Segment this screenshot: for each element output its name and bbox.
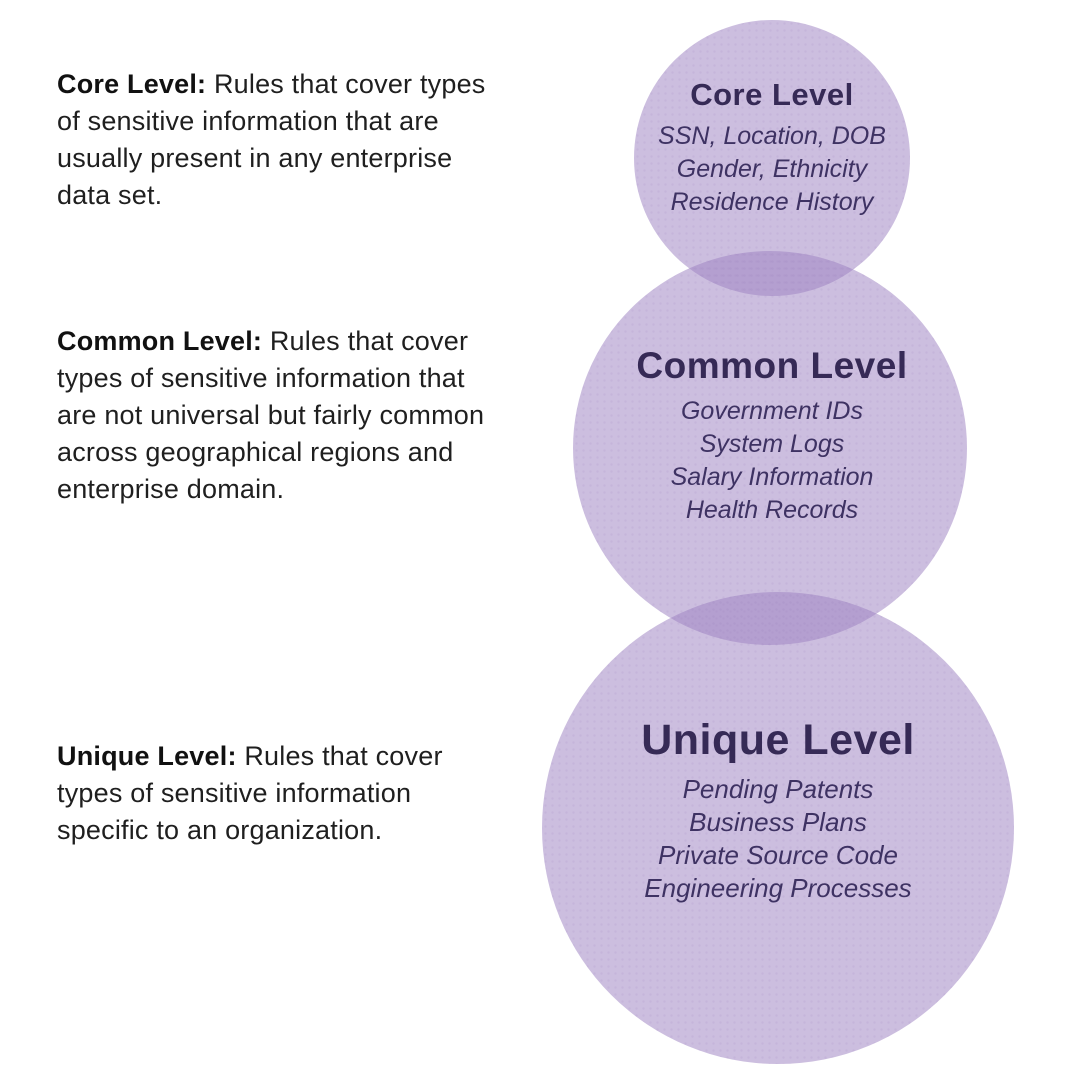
description-unique-level: Unique Level: Rules that cover types of … [57,738,497,849]
description-common-text: Rules that cover types of sensitive info… [57,326,485,504]
common-circle-content: Common Level Government IDs System Logs … [582,344,962,527]
unique-circle-item: Pending Patents [682,774,874,804]
description-core-label: Core Level: [57,69,207,99]
common-level-circle [573,251,967,645]
common-circle-item: Salary Information [670,463,874,491]
unique-level-circle [542,592,1014,1064]
description-core-level: Core Level: Rules that cover types of se… [57,66,497,214]
unique-circle-item: Engineering Processes [644,873,912,903]
common-circle-title: Common Level [636,345,908,386]
core-level-circle [634,20,910,296]
unique-circle-content: Unique Level Pending Patents Business Pl… [568,714,988,905]
description-unique-label: Unique Level: [57,741,237,771]
core-circle-title: Core Level [690,77,854,112]
unique-circle-item: Business Plans [689,807,867,837]
core-circle-item: Gender, Ethnicity [676,155,868,183]
unique-circle-item: Private Source Code [658,840,898,870]
core-circle-item: Residence History [670,188,874,216]
common-circle-item: Government IDs [680,397,863,425]
description-core-text: Rules that cover types of sensitive info… [57,69,486,210]
description-common-label: Common Level: [57,326,263,356]
common-circle-item: System Logs [699,430,845,458]
common-circle-item: Health Records [685,496,859,524]
core-circle-item: SSN, Location, DOB [658,122,886,150]
description-unique-text: Rules that cover types of sensitive info… [57,741,443,845]
description-common-level: Common Level: Rules that cover types of … [57,323,497,508]
core-circle-content: Core Level SSN, Location, DOB Gender, Et… [612,76,932,219]
unique-circle-title: Unique Level [641,716,915,764]
